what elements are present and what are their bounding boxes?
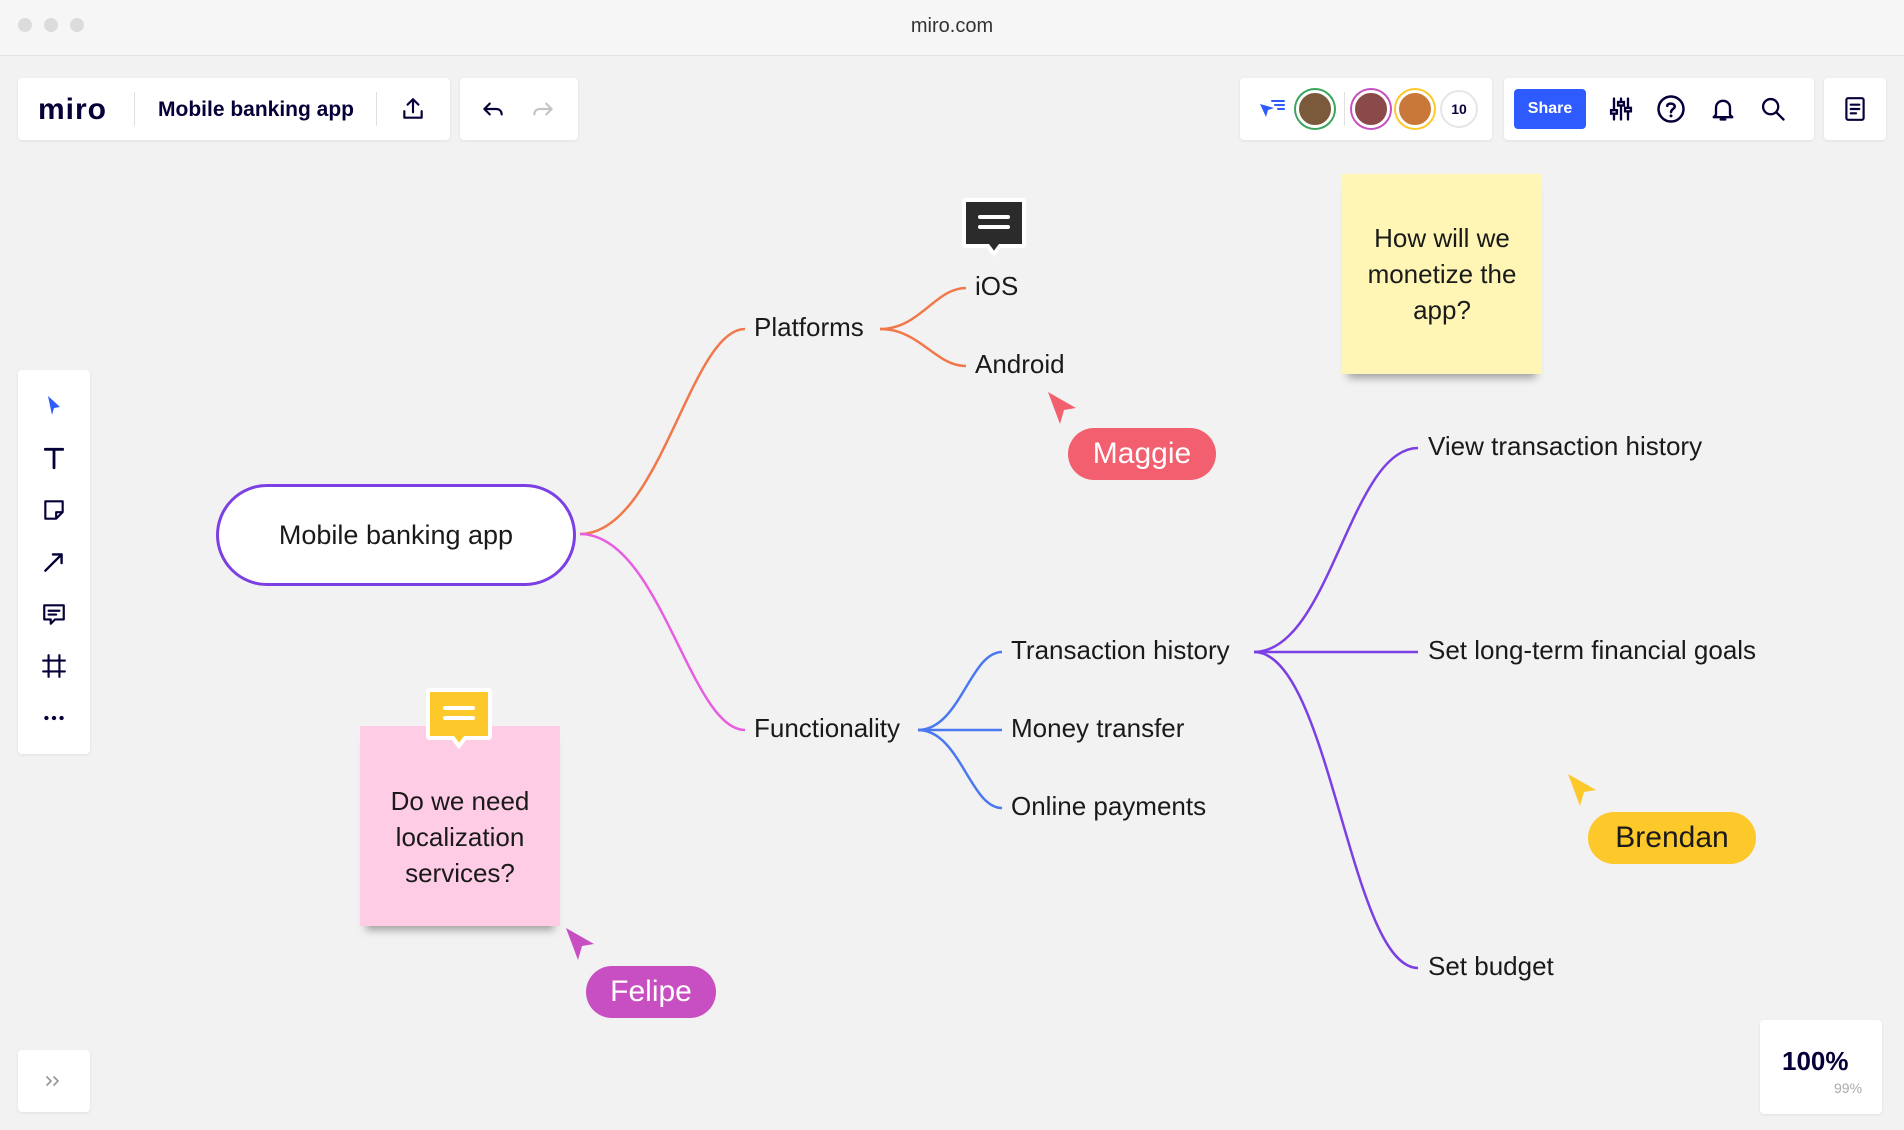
collaborator-avatar[interactable] bbox=[1352, 90, 1390, 128]
minimize-window-dot[interactable] bbox=[44, 18, 58, 32]
comment-icon bbox=[43, 604, 65, 625]
board-canvas[interactable]: miro Mobile banking app bbox=[0, 56, 1904, 1130]
notes-button[interactable] bbox=[1838, 92, 1872, 126]
sticky-note-icon bbox=[44, 500, 64, 520]
maximize-window-dot[interactable] bbox=[70, 18, 84, 32]
sticky-note-yellow[interactable]: How will we monetize the app? bbox=[1342, 174, 1542, 374]
settings-button[interactable] bbox=[1604, 92, 1638, 126]
notifications-button[interactable] bbox=[1706, 92, 1740, 126]
browser-titlebar: miro.com bbox=[0, 0, 1904, 56]
expand-panel-button[interactable] bbox=[18, 1050, 90, 1112]
undo-icon bbox=[483, 102, 503, 116]
redo-icon bbox=[533, 102, 553, 116]
mindmap-node-transaction-history[interactable]: Transaction history bbox=[1011, 635, 1230, 665]
connector-platforms-ios bbox=[879, 286, 967, 331]
sliders-icon bbox=[1609, 97, 1633, 121]
sticky-note-text: How will we monetize the app? bbox=[1367, 223, 1517, 325]
bell-icon bbox=[1712, 99, 1734, 121]
board-title[interactable]: Mobile banking app bbox=[158, 98, 355, 121]
cursor-label-felipe: Felipe bbox=[586, 966, 716, 1018]
board-actions-panel: Share bbox=[1504, 78, 1814, 140]
search-icon bbox=[1761, 97, 1785, 121]
cursor-label-brendan: Brendan bbox=[1588, 812, 1756, 864]
tool-connection-line[interactable] bbox=[36, 544, 72, 580]
arrow-line-icon bbox=[44, 553, 63, 572]
share-button[interactable]: Share bbox=[1514, 89, 1586, 129]
select-arrow-icon bbox=[48, 396, 60, 415]
mindmap-node-functionality[interactable]: Functionality bbox=[754, 713, 900, 743]
cursor-label-maggie: Maggie bbox=[1068, 428, 1216, 480]
mindmap-node-platforms[interactable]: Platforms bbox=[754, 312, 864, 342]
tool-comment[interactable] bbox=[36, 596, 72, 632]
collaborator-avatar[interactable] bbox=[1396, 90, 1434, 128]
comment-marker[interactable] bbox=[960, 196, 1028, 260]
mindmap-node-online-payments[interactable]: Online payments bbox=[1011, 791, 1207, 821]
undo-redo-panel bbox=[460, 78, 578, 140]
divider bbox=[134, 92, 135, 126]
text-icon bbox=[43, 447, 65, 470]
comment-bubble-icon bbox=[426, 688, 492, 750]
maggie-cursor-icon bbox=[1044, 388, 1080, 428]
double-chevron-icon bbox=[38, 1068, 70, 1094]
connector-root-platforms bbox=[579, 327, 746, 536]
connector-transaction-budget bbox=[1253, 650, 1419, 970]
sticky-note-pink[interactable]: Do we need localization services? bbox=[360, 726, 560, 926]
frame-icon bbox=[42, 654, 66, 678]
tool-text[interactable] bbox=[36, 440, 72, 476]
document-icon bbox=[1845, 97, 1865, 121]
mindmap-root-node[interactable]: Mobile banking app bbox=[216, 484, 576, 586]
collaborator-count[interactable]: 10 bbox=[1440, 90, 1478, 128]
comment-marker[interactable] bbox=[424, 686, 494, 752]
help-button[interactable] bbox=[1654, 92, 1688, 126]
url-label: miro.com bbox=[910, 15, 994, 37]
board-menu-panel bbox=[1824, 78, 1886, 140]
divider bbox=[376, 92, 377, 126]
search-button[interactable] bbox=[1756, 92, 1790, 126]
comment-bubble-icon bbox=[962, 198, 1026, 258]
brendan-cursor-icon bbox=[1564, 770, 1600, 810]
mindmap-node-money-transfer[interactable]: Money transfer bbox=[1011, 713, 1185, 743]
mindmap-node-set-goals[interactable]: Set long-term financial goals bbox=[1428, 635, 1757, 665]
redo-button[interactable] bbox=[526, 92, 560, 126]
zoom-indicator[interactable]: 100% 99% bbox=[1760, 1020, 1882, 1114]
connector-root-functionality bbox=[579, 532, 746, 732]
sticky-note-text: Do we need localization services? bbox=[390, 786, 530, 888]
tool-select[interactable] bbox=[36, 388, 72, 424]
follow-cursors-button[interactable] bbox=[1254, 92, 1288, 126]
mindmap-connectors bbox=[579, 286, 1419, 970]
connector-transaction-view bbox=[1253, 446, 1419, 654]
left-toolbar bbox=[18, 370, 90, 754]
connector-functionality-payments bbox=[917, 728, 1003, 810]
felipe-cursor-icon bbox=[562, 924, 598, 964]
miro-logo[interactable]: miro bbox=[38, 93, 108, 126]
connector-platforms-android bbox=[879, 327, 967, 368]
more-dots-icon bbox=[44, 715, 64, 721]
tool-frame[interactable] bbox=[36, 648, 72, 684]
export-button[interactable] bbox=[396, 92, 430, 126]
divider bbox=[1344, 92, 1345, 126]
collaborators-panel: 10 bbox=[1240, 78, 1492, 140]
cursor-filter-icon bbox=[1260, 100, 1285, 117]
close-window-dot[interactable] bbox=[18, 18, 32, 32]
board-header-panel: miro Mobile banking app bbox=[18, 78, 450, 140]
connector-functionality-transaction bbox=[917, 650, 1003, 732]
mindmap-node-android[interactable]: Android bbox=[975, 349, 1065, 379]
upload-icon bbox=[403, 98, 423, 119]
help-icon bbox=[1657, 95, 1685, 123]
mindmap-node-view-transaction-history[interactable]: View transaction history bbox=[1428, 431, 1703, 461]
undo-button[interactable] bbox=[476, 92, 510, 126]
tool-more[interactable] bbox=[36, 700, 72, 736]
mindmap-node-set-budget[interactable]: Set budget bbox=[1428, 951, 1554, 981]
mindmap-node-ios[interactable]: iOS bbox=[975, 271, 1019, 301]
zoom-secondary: 99% bbox=[1834, 1080, 1863, 1096]
tool-sticky-note[interactable] bbox=[36, 492, 72, 528]
zoom-level: 100% bbox=[1782, 1046, 1849, 1076]
collaborator-avatar[interactable] bbox=[1296, 90, 1334, 128]
